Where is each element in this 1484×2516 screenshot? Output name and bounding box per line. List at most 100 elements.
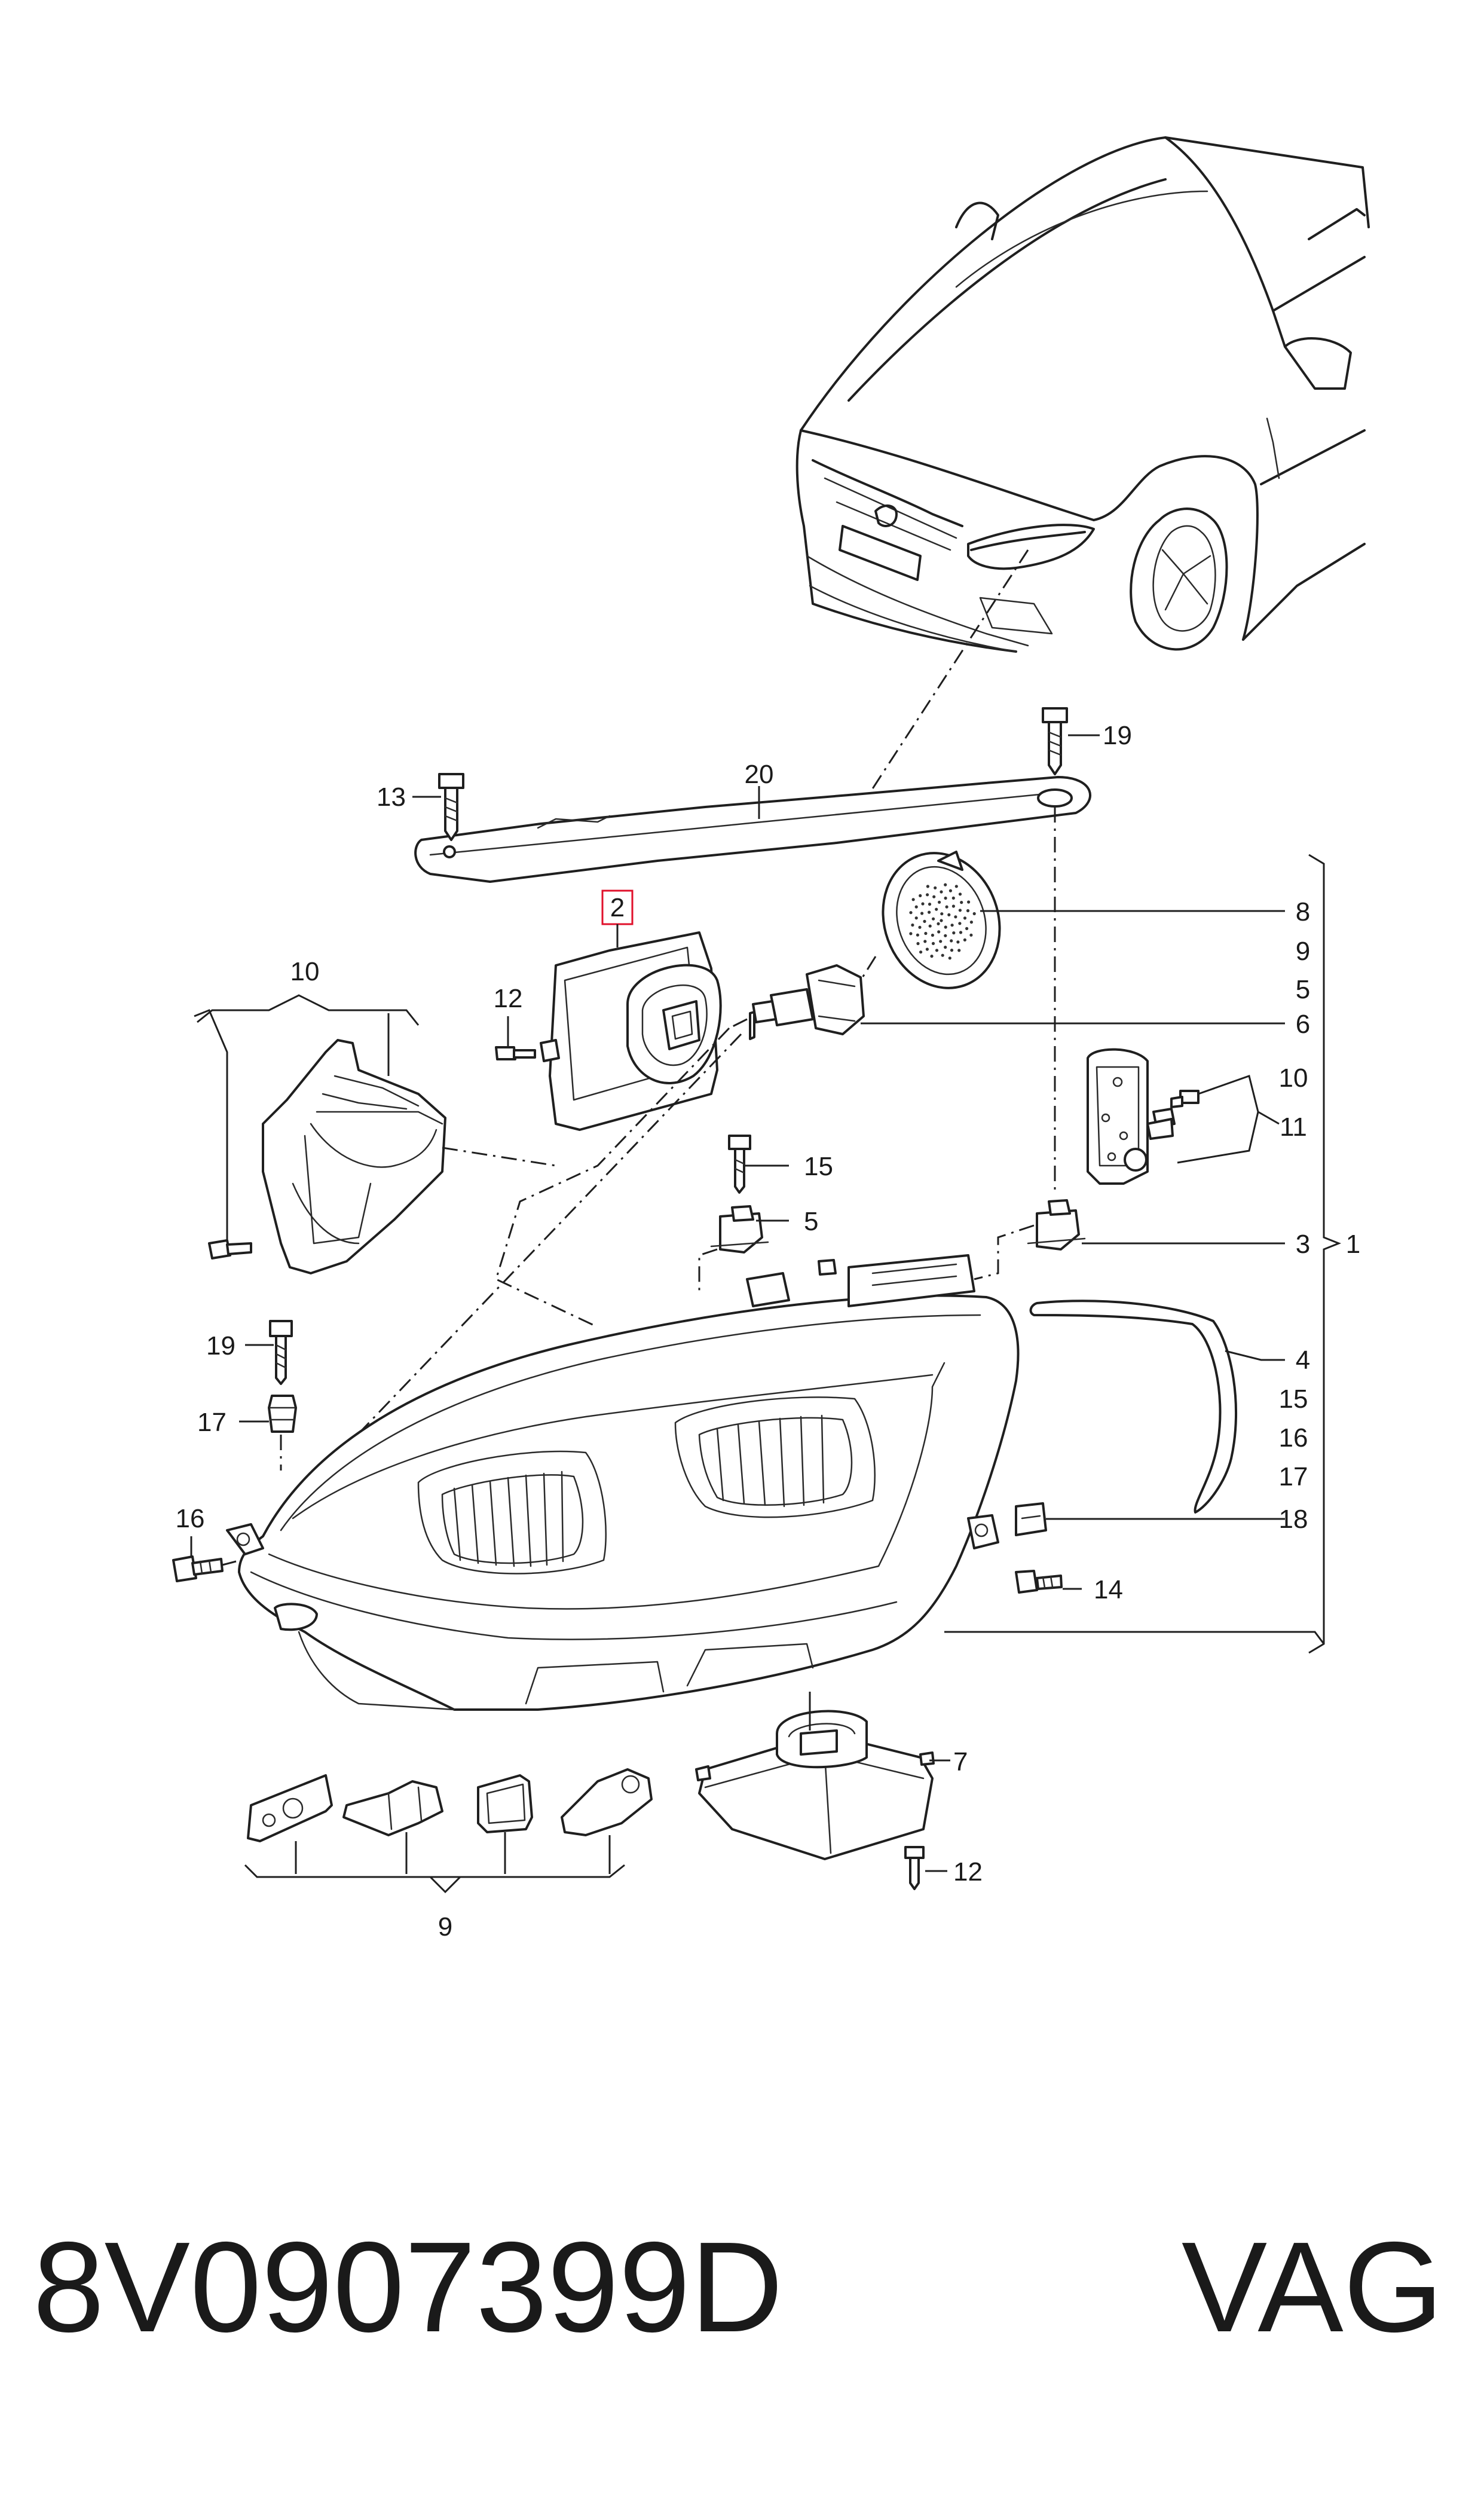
cap-dot xyxy=(952,931,956,935)
cap-dot xyxy=(926,893,929,897)
bulb-6 xyxy=(749,964,865,1040)
cap-dot xyxy=(950,949,954,952)
cap-dot xyxy=(944,925,947,929)
cap-dot xyxy=(969,921,973,924)
part-number: 8V0907399D xyxy=(33,2215,783,2359)
callout-9-right: 9 xyxy=(1296,937,1310,966)
callout-9-bottom: 9 xyxy=(438,1912,452,1942)
grommet-17 xyxy=(268,1395,297,1433)
cap-dot xyxy=(950,939,953,943)
screw-12-module xyxy=(495,1046,536,1060)
cap-dot xyxy=(965,927,969,930)
cap-dot xyxy=(923,919,926,923)
cap-dot xyxy=(928,924,932,928)
cap-dot xyxy=(948,956,951,960)
bracket-20 xyxy=(414,776,1091,883)
callout-16-left: 16 xyxy=(176,1504,205,1533)
cap-8 xyxy=(882,851,1001,989)
callout-11: 11 xyxy=(1280,1112,1307,1142)
callout-19-left: 19 xyxy=(206,1331,235,1361)
callout-1: 1 xyxy=(1346,1230,1360,1259)
ballast-7 xyxy=(695,1710,935,1860)
cap-dot xyxy=(932,895,936,898)
cap-dot xyxy=(914,916,918,920)
cap-dot xyxy=(921,902,925,906)
callout-3: 3 xyxy=(1296,1230,1310,1259)
cap-dot xyxy=(918,925,922,929)
cap-dot xyxy=(939,940,943,943)
screw-19-top xyxy=(1042,707,1068,775)
cap-dot xyxy=(937,930,941,934)
cap-dot xyxy=(948,889,952,892)
cap-dot xyxy=(919,950,923,954)
cap-dot xyxy=(925,947,929,951)
cap-dot xyxy=(920,912,924,915)
cap-dot xyxy=(914,905,918,909)
callout-10-right: 10 xyxy=(1279,1063,1308,1093)
cap-dot xyxy=(923,940,927,943)
callout-13: 13 xyxy=(377,782,406,812)
trim-strip-4 xyxy=(1029,1300,1237,1514)
cap-dot xyxy=(958,909,962,912)
screw-14 xyxy=(1015,1570,1063,1594)
cap-dot xyxy=(938,900,941,904)
cap-dot xyxy=(930,955,934,958)
cap-dot xyxy=(951,896,955,900)
cap-dot xyxy=(947,913,951,916)
holder-5 xyxy=(710,1205,769,1254)
callout-17-right: 17 xyxy=(1279,1462,1308,1491)
cap-dot xyxy=(928,903,932,906)
callout-12-lower: 12 xyxy=(953,1857,983,1887)
cap-dot xyxy=(941,953,944,957)
screw-12-lower xyxy=(904,1846,925,1890)
cap-dot xyxy=(911,923,914,927)
screw-16 xyxy=(172,1555,224,1582)
callout-5-upper: 5 xyxy=(804,1207,818,1236)
cap-dot xyxy=(960,901,963,904)
cap-dot xyxy=(969,933,973,937)
adjuster-10-11 xyxy=(1087,1048,1200,1185)
cap-dot xyxy=(950,924,954,927)
cap-dot xyxy=(940,890,943,894)
cap-dot xyxy=(956,940,960,944)
cap-dot xyxy=(928,910,931,914)
cap-dot xyxy=(959,931,963,934)
callout-2: 2 xyxy=(610,893,625,922)
cap-dot xyxy=(916,933,919,937)
screw-19-left xyxy=(269,1320,293,1385)
cap-dot xyxy=(967,900,971,904)
cap-dot xyxy=(926,885,929,888)
callout-16-right: 16 xyxy=(1279,1423,1308,1453)
clip-18 xyxy=(1015,1502,1047,1536)
callout-15-upper: 15 xyxy=(804,1152,833,1181)
cap-dot xyxy=(957,949,961,952)
housing-10 xyxy=(208,1039,446,1274)
cap-dot xyxy=(954,915,957,919)
callout-14: 14 xyxy=(1094,1575,1123,1604)
callout-8: 8 xyxy=(1296,897,1310,927)
callout-10-left: 10 xyxy=(290,957,320,986)
cap-dot xyxy=(924,931,928,936)
cap-dot xyxy=(945,905,948,909)
callout-12-module: 12 xyxy=(494,984,523,1013)
cap-dot xyxy=(919,894,922,897)
screw-13 xyxy=(438,773,464,841)
cap-dot xyxy=(963,916,967,920)
cap-dot xyxy=(944,883,947,886)
cap-dot xyxy=(958,892,962,896)
cap-dot xyxy=(931,941,935,945)
cap-dot xyxy=(954,885,958,888)
callout-4: 4 xyxy=(1296,1346,1310,1375)
cap-dot xyxy=(931,933,934,937)
cap-dot xyxy=(958,922,962,925)
cap-dot xyxy=(935,949,939,952)
screw-15-upper xyxy=(728,1135,751,1194)
callout-18: 18 xyxy=(1279,1505,1308,1534)
cap-dot xyxy=(940,912,944,916)
cap-dot xyxy=(916,941,920,946)
callout-5-right: 5 xyxy=(1296,975,1310,1004)
callout-6: 6 xyxy=(1296,1010,1310,1039)
cap-dot xyxy=(944,896,947,900)
callout-20: 20 xyxy=(745,760,774,789)
cap-dot xyxy=(972,912,976,916)
